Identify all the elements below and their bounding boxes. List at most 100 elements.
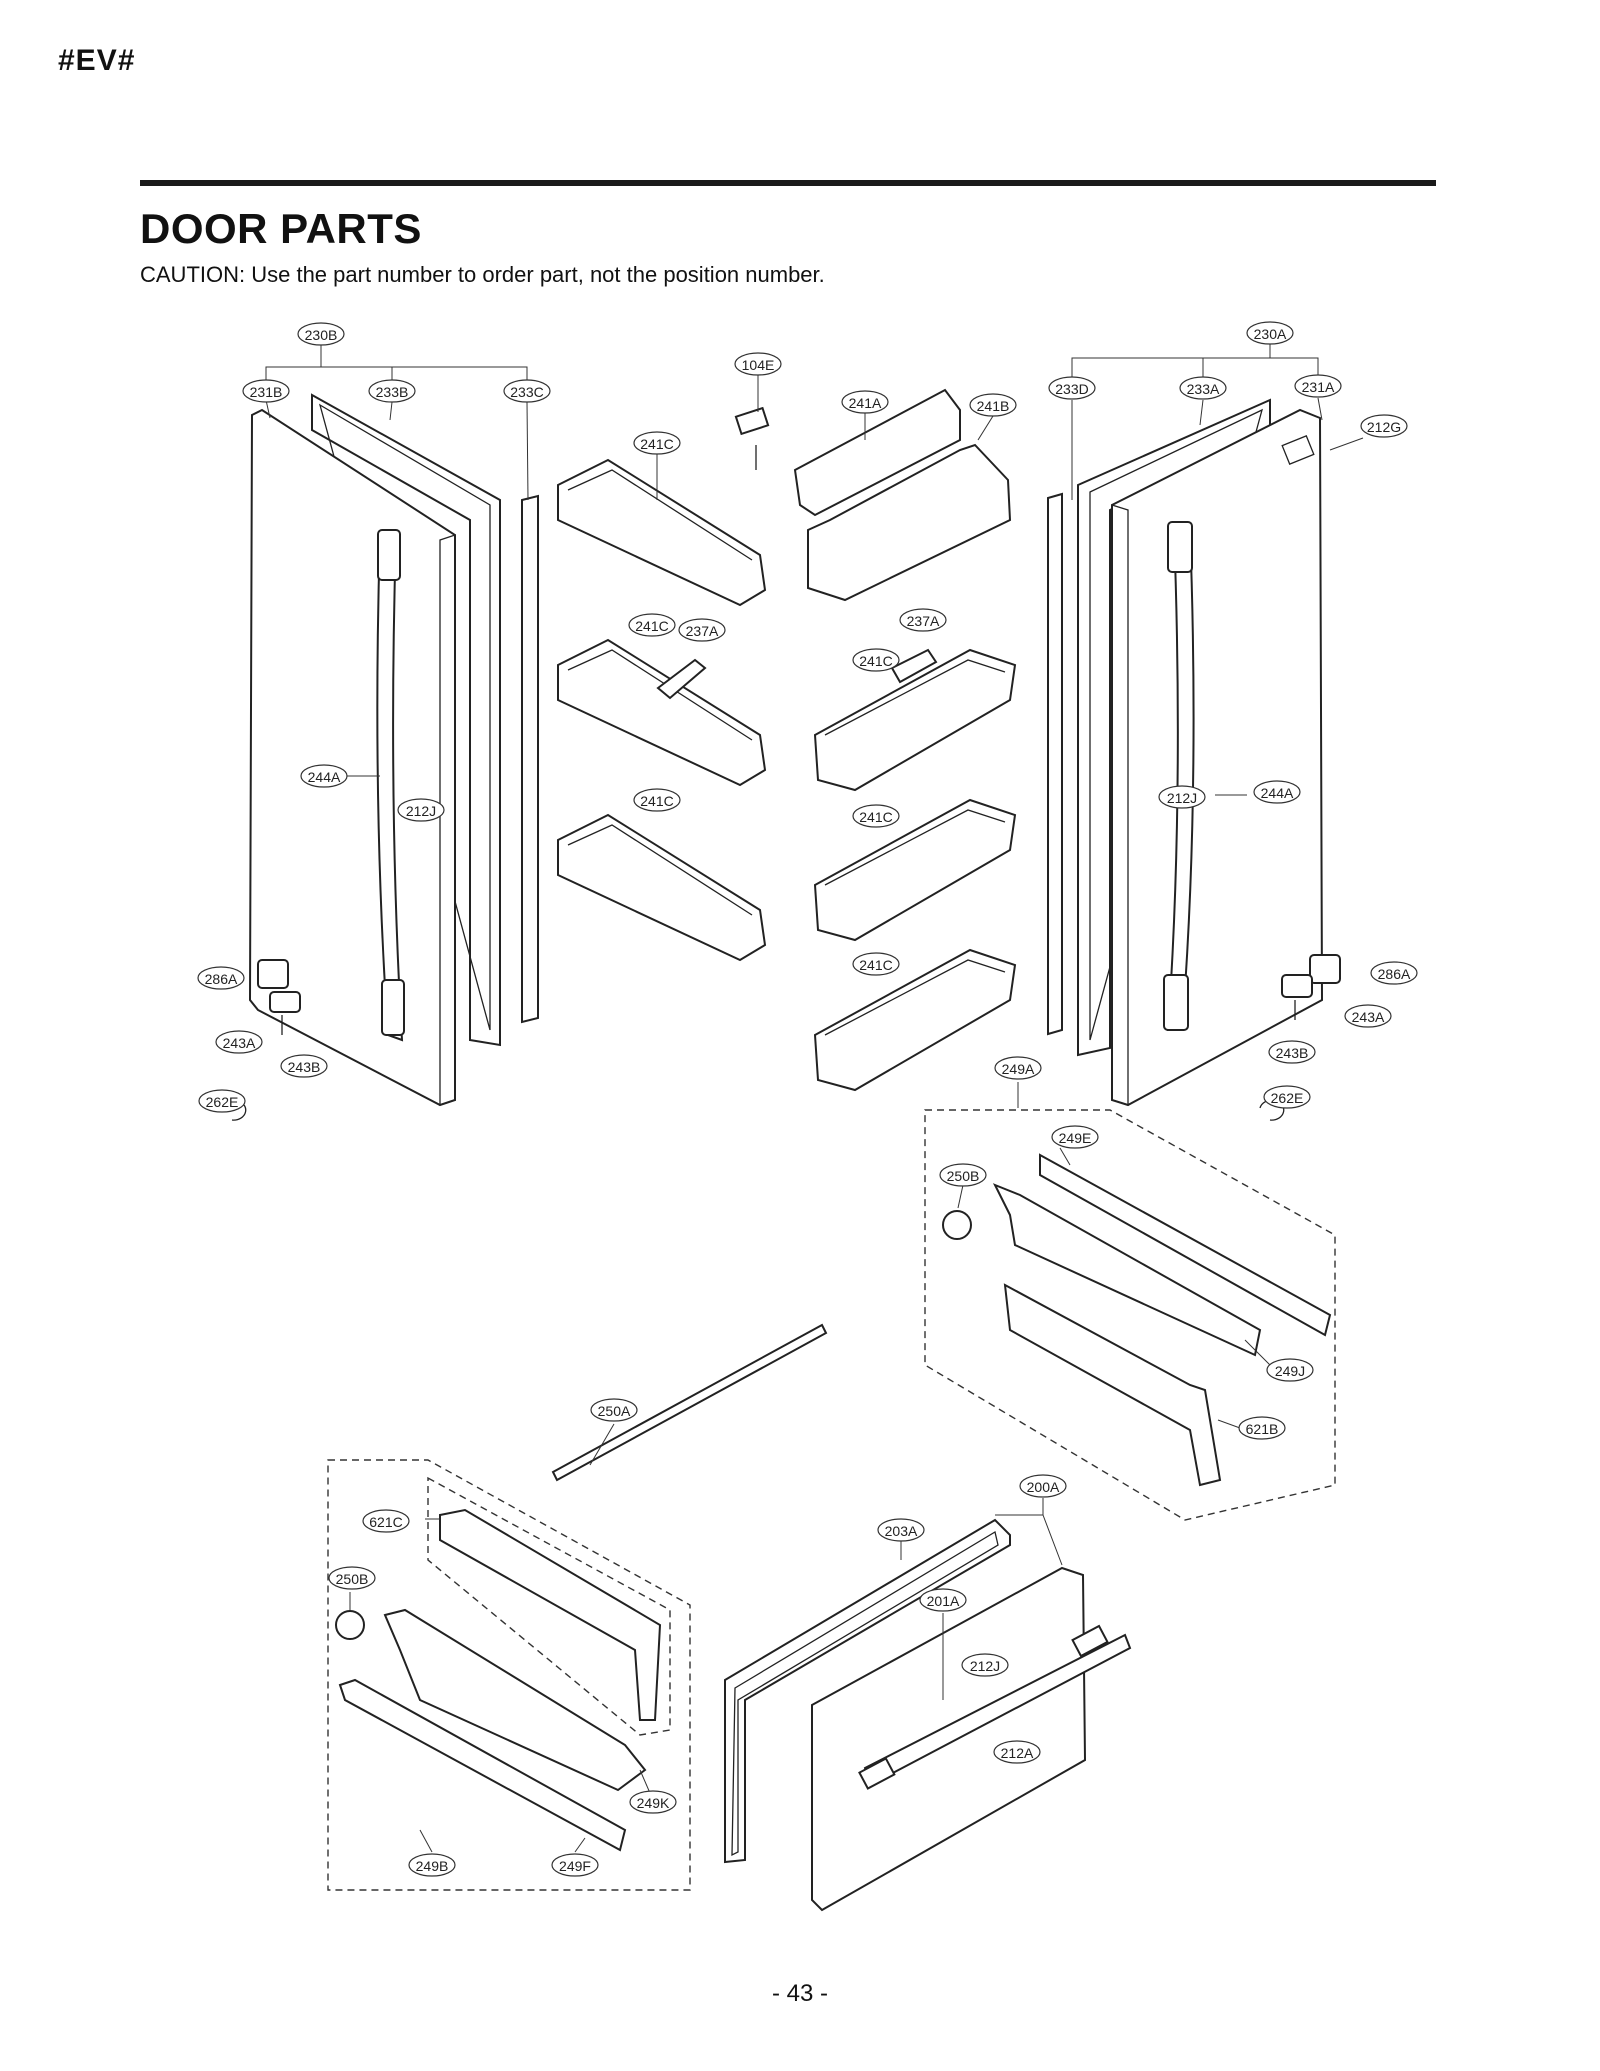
callout-249f: 249F [551,1853,599,1877]
door-bins-left [557,458,767,962]
callout-label: 233C [510,384,543,400]
callout-oval [1360,414,1408,438]
callout-oval [841,390,889,414]
title-rule [140,180,1436,186]
callout-label: 241C [640,436,673,452]
callout-250b: 250B [939,1163,987,1187]
callout-oval [297,322,345,346]
callout-oval [994,1056,1042,1080]
callout-233b: 233B [368,379,416,403]
callout-233c: 233C [503,379,551,403]
callout-201a: 201A [919,1588,967,1612]
callout-label: 230A [1254,326,1287,342]
callout-oval [1246,321,1294,345]
callout-oval [300,764,348,788]
callout-label: 201A [927,1593,960,1609]
callout-label: 249K [637,1795,670,1811]
callout-241c: 241C [628,613,676,637]
callout-249a: 249A [994,1056,1042,1080]
callout-oval [1179,376,1227,400]
callout-oval [961,1653,1009,1677]
callout-243a: 243A [1344,1004,1392,1028]
callout-oval [1253,780,1301,804]
callout-oval [899,608,947,632]
callout-230a: 230A [1246,321,1294,345]
callout-label: 286A [1378,966,1411,982]
callout-label: 212A [1001,1745,1034,1761]
callout-233a: 233A [1179,376,1227,400]
callout-oval [397,798,445,822]
callout-oval [1051,1125,1099,1149]
callout-oval [629,1790,677,1814]
callout-label: 241C [859,809,892,825]
caution-note: CAUTION: Use the part number to order pa… [140,262,825,287]
callout-oval [1263,1085,1311,1109]
callout-200a: 200A [1019,1474,1067,1498]
callout-243b: 243B [280,1054,328,1078]
left-door-assembly [221,393,539,1121]
callout-oval [678,618,726,642]
callout-241c: 241C [633,788,681,812]
callout-oval [1019,1474,1067,1498]
callout-oval [852,648,900,672]
callout-203a: 203A [877,1518,925,1542]
callout-212a: 212A [993,1740,1041,1764]
right-rail-group [924,1109,1336,1521]
callout-label: 241C [640,793,673,809]
callout-label: 104E [742,357,775,373]
right-door-assembly [1047,398,1341,1121]
callout-label: 244A [1261,785,1294,801]
left-rail-group [327,1459,691,1891]
callout-241c: 241C [852,804,900,828]
callout-label: 250A [598,1403,631,1419]
callout-oval [362,1509,410,1533]
bottom-drawer-door [724,1518,1132,1912]
callout-label: 203A [885,1523,918,1539]
callout-label: 231B [250,384,283,400]
callout-label: 230B [305,327,338,343]
callout-oval [1268,1040,1316,1064]
callout-label: 233B [376,384,409,400]
callout-oval [1238,1416,1286,1440]
callout-label: 212J [970,1658,1000,1674]
callout-286a: 286A [197,966,245,990]
callout-oval [408,1853,456,1877]
callout-oval [1370,961,1418,985]
callout-241c: 241C [852,952,900,976]
callout-oval [919,1588,967,1612]
callout-oval [628,613,676,637]
callout-oval [551,1853,599,1877]
callout-oval [503,379,551,403]
callout-label: 249A [1002,1061,1035,1077]
callout-label: 621C [369,1514,402,1530]
callout-212g: 212G [1360,414,1408,438]
callout-241a: 241A [841,390,889,414]
callout-label: 233A [1187,381,1220,397]
callout-oval [969,393,1017,417]
callout-label: 241C [859,957,892,973]
callout-212j: 212J [961,1653,1009,1677]
callout-label: 249E [1059,1130,1092,1146]
callout-oval [1158,785,1206,809]
callout-label: 286A [205,971,238,987]
callout-249e: 249E [1051,1125,1099,1149]
door-bins-right [793,388,1017,1092]
callout-label: 212G [1367,419,1401,435]
callout-237a: 237A [899,608,947,632]
callout-243a: 243A [215,1030,263,1054]
callout-212j: 212J [397,798,445,822]
callout-label: 250B [947,1168,980,1184]
callout-label: 262E [206,1094,239,1110]
callout-oval [1048,376,1096,400]
callout-label: 249J [1275,1363,1305,1379]
callout-label: 243A [1352,1009,1385,1025]
model-code: #EV# [58,44,136,77]
callout-244a: 244A [1253,780,1301,804]
callout-label: 241A [849,395,882,411]
callout-249b: 249B [408,1853,456,1877]
callout-oval [852,952,900,976]
callout-oval [993,1740,1041,1764]
callout-label: 249B [416,1858,449,1874]
callout-label: 233D [1055,381,1088,397]
